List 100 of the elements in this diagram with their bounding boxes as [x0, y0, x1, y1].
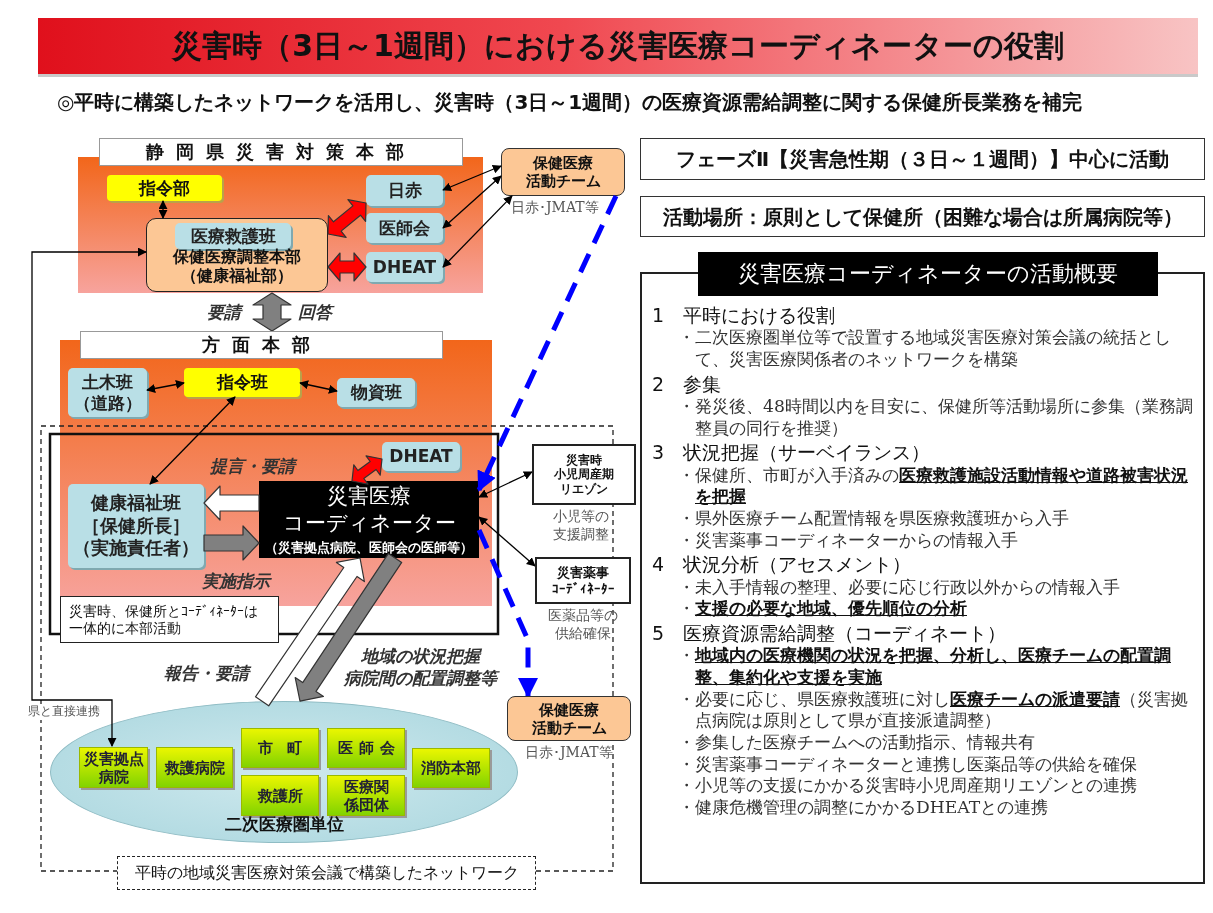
block-arrow — [294, 553, 403, 702]
section-heading: 5 医療資源需給調整（コーディネート） — [652, 620, 1008, 646]
node-label: 物資班 — [350, 382, 402, 403]
node-label: 保健医療活動チーム — [531, 700, 607, 737]
double-arrow — [478, 516, 536, 567]
unit-box — [68, 484, 204, 568]
organization-box — [327, 775, 405, 816]
unit-box — [366, 175, 443, 206]
caption-text: 小児等の支援調整 — [553, 508, 609, 543]
node-label: 医師会 — [379, 217, 430, 239]
group-title: 方面本部 — [80, 331, 443, 359]
edge-label: 県と直接連携 — [26, 704, 102, 720]
panel-heading: 災害医療コーディネーターの活動概要 — [698, 252, 1158, 296]
block-arrow — [203, 485, 260, 521]
double-arrow — [442, 164, 502, 192]
node-label: フェーズⅡ【災害急性期（３日～１週間）】中心に活動 — [675, 147, 1170, 171]
organization-box — [241, 728, 319, 768]
coordinator-box — [259, 481, 479, 558]
node-label: 健康福祉班［保健所長］（実施責任者） — [73, 492, 199, 560]
section-heading: 1 平時における役割 — [652, 303, 837, 328]
node-label: 日赤 — [387, 180, 422, 201]
group-title: 静岡県災害対策本部 — [99, 138, 463, 166]
node-label: DHEAT — [389, 446, 453, 467]
bullet-text: ・支援の必要な地域、優先順位の分析 — [678, 598, 968, 620]
double-arrow — [478, 471, 533, 498]
block-arrow — [351, 455, 383, 485]
double-arrow — [158, 200, 168, 219]
caption-text: 日赤･JMAT等 — [525, 744, 613, 762]
unit-box — [184, 368, 300, 397]
node-label: DHEAT — [372, 256, 437, 278]
node-label: （災害拠点病院、医師会の医師等） — [265, 539, 473, 556]
node-label: 救護病院 — [164, 758, 225, 777]
area-title: 二次医療圏単位 — [223, 813, 345, 834]
node-label: 平時の地域災害医療対策会議で構築したネットワーク — [134, 863, 519, 883]
page-title: 災害時（3日～1週間）における災害医療コーディネーターの役割 — [38, 18, 1198, 74]
group-area — [60, 331, 492, 606]
role-box — [532, 444, 636, 505]
headquarters-box — [146, 218, 328, 292]
info-box — [640, 138, 1205, 180]
section-heading: 2 参集 — [652, 371, 723, 396]
arrow — [476, 529, 538, 698]
organization-box — [327, 728, 405, 768]
bullet-text: ・県外医療チーム配置情報を県医療救護班から入手 — [678, 507, 1070, 530]
node-label: 医師会 — [337, 739, 401, 757]
node-label: 市町 — [258, 739, 316, 757]
node-label: 指令班 — [216, 372, 268, 393]
node-label: 医療救護班 — [190, 225, 276, 247]
group-area — [78, 138, 483, 293]
double-arrow — [149, 396, 236, 485]
node-label: 災害時小児周産期リエゾン — [554, 452, 614, 497]
team-box — [507, 696, 631, 741]
unit-box — [366, 213, 443, 243]
organization-box — [412, 748, 490, 788]
node-label: 土木班（道路） — [73, 372, 142, 413]
node-label: 消防本部 — [421, 759, 481, 777]
unit-box — [175, 223, 291, 249]
caption-text: 日赤･JMAT等 — [511, 199, 599, 217]
caption-text: 医薬品等の供給確保 — [548, 607, 618, 642]
network-box — [117, 856, 536, 890]
block-arrow — [203, 525, 260, 561]
organization-box — [156, 747, 233, 788]
edge-label: 実施指示 — [202, 570, 270, 593]
node-label: 災害拠点病院 — [83, 749, 144, 786]
bullet-text: ・保健所、市町が入手済みの医療救護施設活動情報や道路被害状況を把握 — [678, 464, 1189, 508]
node-label: 災害時、保健所とｺｰﾃﾞｨﾈｰﾀｰは一体的に本部活動 — [69, 602, 258, 637]
node-label: 保健医療活動チーム — [525, 154, 601, 190]
node-label: 指令部 — [139, 177, 190, 199]
overview-panel — [640, 252, 1205, 884]
bullet-text: ・二次医療圏単位等で設置する地域災害医療対策会議の統括として、災害医療関係者のネットワークを構築 — [678, 327, 1172, 371]
double-arrow — [299, 380, 338, 394]
bullet-text: ・必要に応じ、県医療救護班に対し医療チームの派遣要請（災害拠点病院は原則として県が直接派遣調整） — [678, 688, 1189, 732]
double-arrow — [146, 380, 185, 393]
block-arrow — [327, 252, 367, 282]
unit-box — [337, 378, 415, 407]
double-arrow — [442, 195, 513, 268]
note-box — [60, 596, 279, 643]
bullet-text: ・未入手情報の整理、必要に応じ行政以外からの情報入手 — [678, 576, 1121, 599]
node-label: 医療関係団体 — [343, 777, 389, 814]
block-arrow — [327, 199, 367, 238]
bullet-text: ・参集した医療チームへの活動指示、情報共有 — [678, 731, 1036, 754]
bullet-text: ・災害薬事コーディネーターと連携し医薬品等の供給を確保 — [678, 753, 1138, 776]
block-arrow — [254, 557, 365, 707]
bullet-text: ・発災後、48時間以内を目安に、保健所等活動場所に参集（業務調整員の同行を推奨） — [678, 395, 1194, 440]
node-label: 災害薬事ｺｰﾃﾞｨﾈｰﾀｰ — [551, 564, 615, 597]
info-box — [640, 196, 1205, 237]
unit-box — [107, 175, 222, 201]
double-arrow — [442, 175, 502, 229]
unit-box — [382, 442, 460, 471]
node-label: 救護所 — [257, 786, 303, 805]
bullet-text: ・小児等の支援にかかる災害時小児周産期リエゾンとの連携 — [678, 775, 1138, 797]
bullet-text: ・地域内の医療機関の状況を把握、分析し、医療チームの配置調整、集約化や支援を実施 — [678, 645, 1172, 689]
double-arrow — [31, 247, 147, 747]
bullet-text: ・災害薬事コーディネーターからの情報入手 — [678, 529, 1019, 552]
team-box — [501, 148, 625, 196]
block-arrow — [252, 292, 292, 332]
subtitle-text: ◎平時に構築したネットワークを活用し、災害時（3日～1週間）の医療資源需給調整に関する保健所長業務を補完 — [57, 89, 1083, 116]
node-label: 保健医療調整本部（健康福祉部） — [173, 246, 301, 285]
node-label: 活動場所：原則として保健所（困難な場合は所属病院等） — [662, 204, 1183, 229]
unit-box — [366, 252, 443, 282]
section-heading: 3 状況把握（サーベイランス） — [652, 440, 932, 465]
